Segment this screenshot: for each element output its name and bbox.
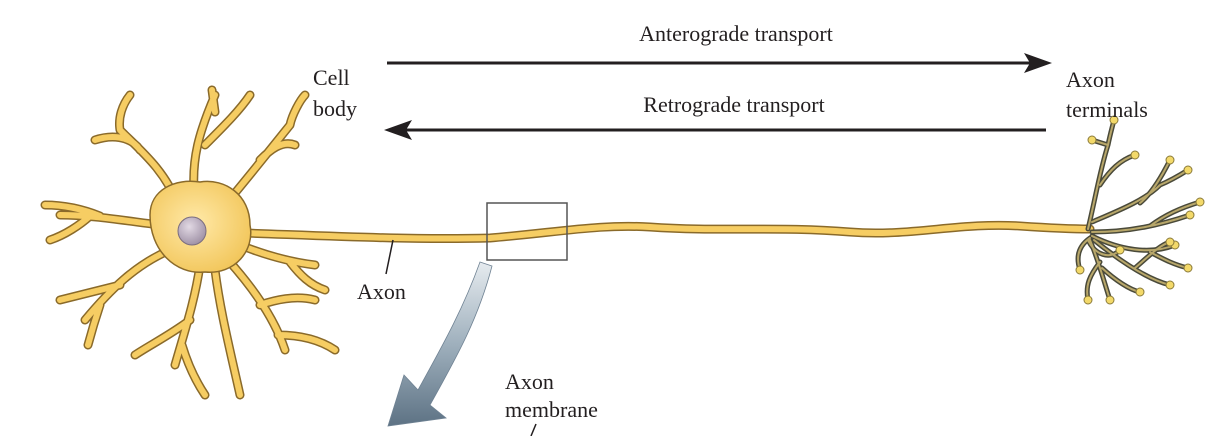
nucleus xyxy=(177,216,207,246)
anterograde-transport-label: Anterograde transport xyxy=(639,21,833,46)
zoom-arrow xyxy=(387,261,493,427)
axon-membrane-label-line1: Axon xyxy=(505,369,554,394)
terminal-boutons xyxy=(1075,115,1205,305)
cell-body-label-line2: body xyxy=(313,96,357,121)
axon-terminals xyxy=(1075,117,1203,303)
axon-membrane-label-line2: membrane xyxy=(505,397,598,422)
retrograde-transport-label: Retrograde transport xyxy=(643,92,824,117)
axon-terminals-label-line2: terminals xyxy=(1066,97,1148,122)
axon-label: Axon xyxy=(357,279,406,304)
dendrites xyxy=(40,85,340,400)
axon-leader-line xyxy=(385,239,394,275)
anterograde-arrow xyxy=(387,53,1052,73)
zoom-box xyxy=(486,202,568,261)
axon-terminals-label-line1: Axon xyxy=(1066,67,1115,92)
axon xyxy=(240,220,1095,244)
retrograde-arrow xyxy=(384,120,1046,140)
axon-membrane-leader-line xyxy=(530,423,537,436)
cell-body-label-line1: Cell xyxy=(313,65,350,90)
